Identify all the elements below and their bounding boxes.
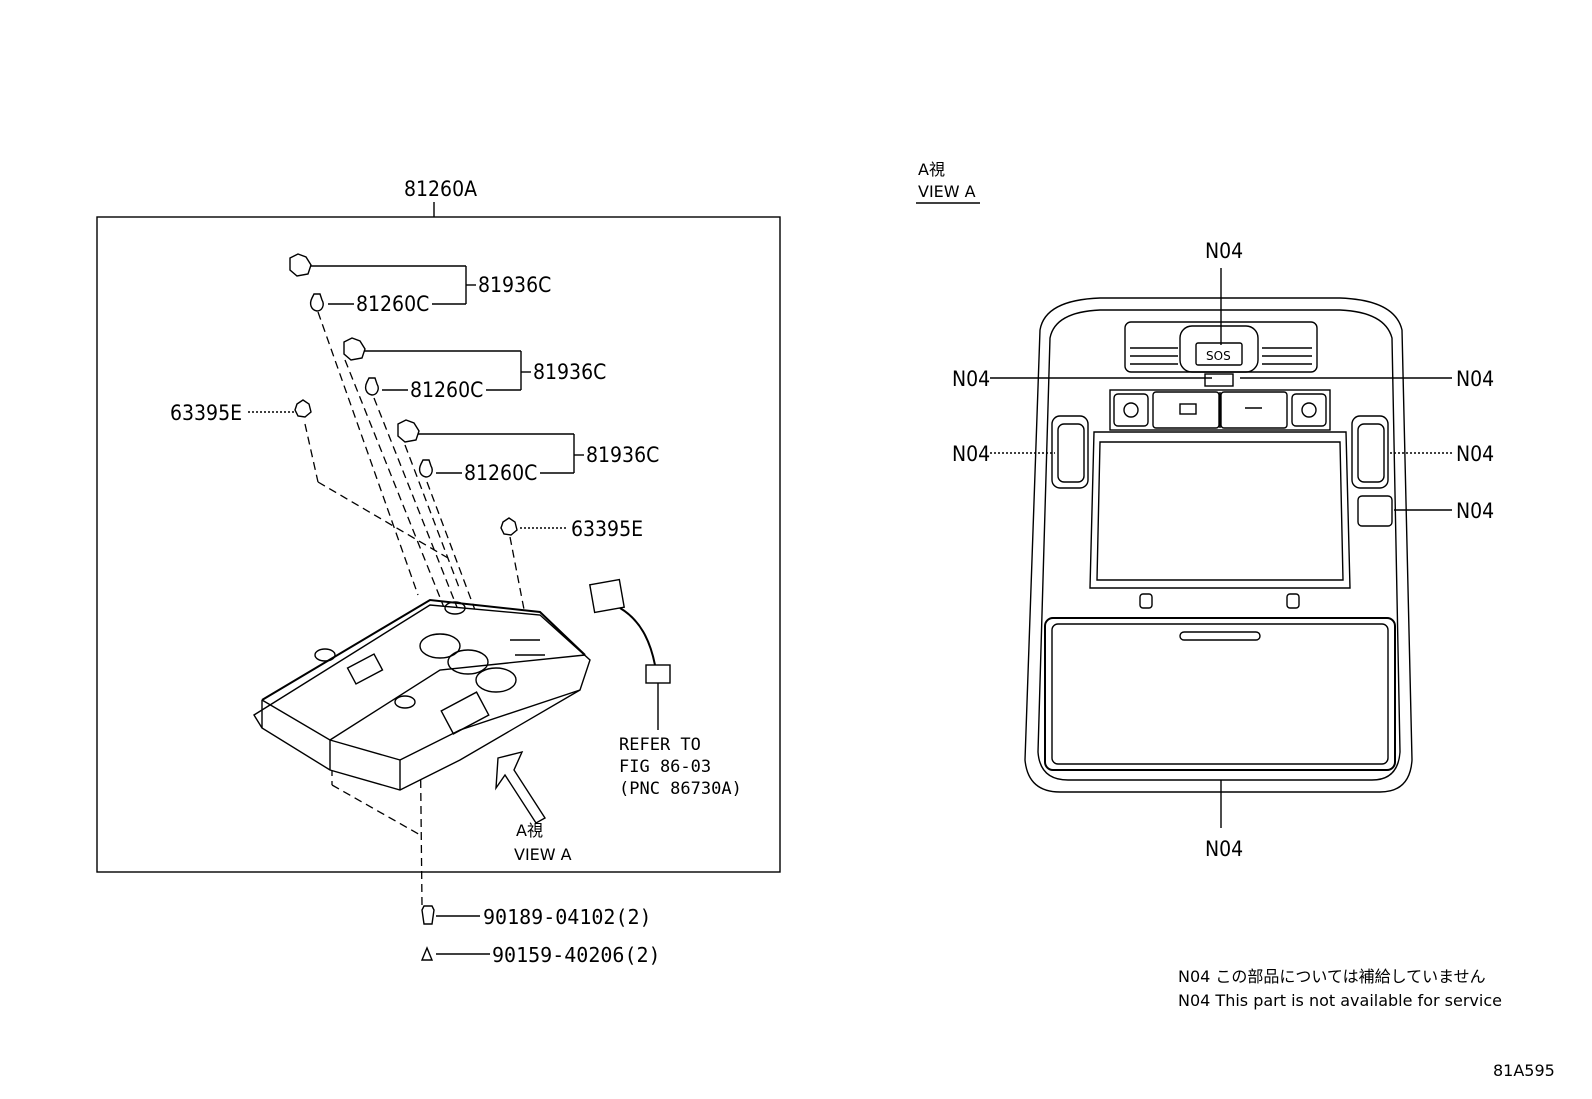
clip-part-label: 63395E bbox=[571, 517, 643, 541]
bulb-part-label: 81260C bbox=[356, 292, 429, 316]
refer-text-1: REFER TO bbox=[619, 735, 701, 755]
view-arrow-label-jp: A視 bbox=[516, 821, 543, 840]
bulb-icon bbox=[364, 377, 379, 396]
clip-icon bbox=[500, 517, 518, 536]
bulb-part-label: 81260C bbox=[464, 461, 537, 485]
bolt-icon bbox=[420, 946, 434, 961]
bulb-part-label: 81260C bbox=[410, 378, 483, 402]
bulb-icon bbox=[418, 459, 433, 478]
note-english: N04 This part is not available for servi… bbox=[1178, 991, 1502, 1010]
n04-label-right-3: N04 bbox=[1456, 499, 1494, 523]
screw-part-label: 90189-04102(2) bbox=[483, 905, 652, 929]
lens-part-label: 81936C bbox=[586, 443, 659, 467]
bulb-icon bbox=[309, 293, 324, 312]
view-title-en: VIEW A bbox=[918, 182, 976, 201]
clip-part-label: 63395E bbox=[170, 401, 242, 425]
lens-part-label: 81936C bbox=[478, 273, 551, 297]
n04-label-left-1: N04 bbox=[952, 367, 990, 391]
wire-harness-connector bbox=[588, 578, 671, 730]
n04-label-top: N04 bbox=[1205, 239, 1243, 263]
n04-label-right-1: N04 bbox=[1456, 367, 1494, 391]
assembly-frame bbox=[96, 216, 781, 873]
console-front-view: SOS bbox=[1024, 297, 1413, 793]
refer-text-2: FIG 86-03 bbox=[619, 757, 711, 777]
bolt-part-label: 90159-40206(2) bbox=[492, 943, 661, 967]
view-arrow bbox=[495, 750, 546, 824]
sos-button-label: SOS bbox=[1206, 349, 1231, 363]
screw-icon bbox=[421, 905, 435, 925]
clip-icon bbox=[294, 399, 312, 418]
n04-label-left-2: N04 bbox=[952, 442, 990, 466]
view-arrow-label-en: VIEW A bbox=[514, 845, 572, 864]
lens-icon bbox=[397, 419, 420, 443]
n04-label-right-2: N04 bbox=[1456, 442, 1494, 466]
refer-text-3: (PNC 86730A) bbox=[619, 779, 742, 799]
figure-id: 81A595 bbox=[1493, 1061, 1555, 1080]
lens-icon bbox=[289, 253, 312, 277]
view-title-jp: A視 bbox=[918, 160, 945, 179]
lens-icon bbox=[343, 337, 366, 361]
assembly-part-label: 81260A bbox=[404, 177, 477, 201]
lens-part-label: 81936C bbox=[533, 360, 606, 384]
overhead-console-housing bbox=[253, 598, 591, 791]
n04-label-bottom: N04 bbox=[1205, 837, 1243, 861]
note-japanese: N04 この部品については補給していません bbox=[1178, 967, 1486, 986]
